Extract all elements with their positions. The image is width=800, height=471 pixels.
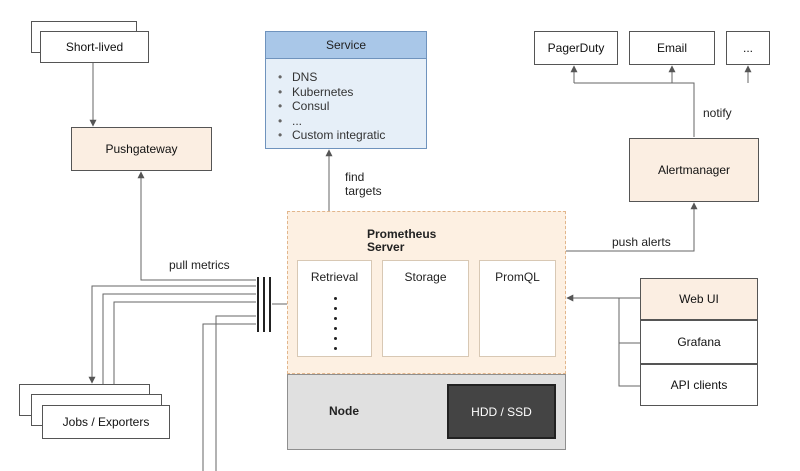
find-targets-label-2: targets <box>345 184 382 198</box>
service-item-dns: DNS <box>266 70 426 85</box>
hdd-ssd-label: HDD / SSD <box>471 404 532 419</box>
notify-label: notify <box>703 106 732 120</box>
server-title-line1: Prometheus <box>367 227 437 241</box>
find-targets-label-1: find <box>345 170 365 184</box>
service-item-more: ... <box>266 114 426 129</box>
jobs-exporters-box: Jobs / Exporters <box>42 405 170 439</box>
email-label: Email <box>656 41 687 55</box>
prometheus-server-title: Prometheus Server <box>367 228 436 254</box>
pagerduty-label: PagerDuty <box>547 41 605 55</box>
service-item-custom: Custom integratic <box>266 128 426 143</box>
pagerduty-box: PagerDuty <box>534 31 618 65</box>
retrieval-dots <box>334 297 338 357</box>
pushgateway-box: Pushgateway <box>71 127 212 171</box>
service-list: DNS Kubernetes Consul ... Custom integra… <box>266 70 426 148</box>
short-lived-box: Short-lived <box>40 31 149 63</box>
alertmanager-label: Alertmanager <box>657 163 731 177</box>
edge-grafana-trunk <box>618 298 640 387</box>
promql-box: PromQL <box>479 260 556 357</box>
email-box: Email <box>629 31 715 65</box>
more-receivers-label: ... <box>742 41 753 55</box>
promql-label: PromQL <box>495 270 540 284</box>
jobs-exporters-label: Jobs / Exporters <box>62 415 150 429</box>
retrieval-label: Retrieval <box>310 270 359 284</box>
storage-label: Storage <box>404 270 447 284</box>
grafana-box: Grafana <box>640 320 758 364</box>
service-box: Service DNS Kubernetes Consul ... Custom… <box>265 31 427 149</box>
web-ui-box: Web UI <box>640 278 758 320</box>
server-title-line2: Server <box>367 240 405 254</box>
hdd-ssd-box: HDD / SSD <box>447 384 556 439</box>
push-alerts-label: push alerts <box>612 235 671 249</box>
alertmanager-box: Alertmanager <box>629 138 759 202</box>
api-clients-label: API clients <box>670 378 728 392</box>
pull-bar-2 <box>263 277 265 332</box>
node-label: Node <box>329 404 359 418</box>
pull-metrics-label: pull metrics <box>169 258 230 272</box>
edge-pull-down-2 <box>202 323 256 471</box>
storage-box: Storage <box>382 260 469 357</box>
edge-pull-jobs-2 <box>99 293 256 392</box>
pull-bar-3 <box>269 277 271 332</box>
web-ui-label: Web UI <box>679 292 719 306</box>
more-receivers-box: ... <box>726 31 770 65</box>
edge-pull-down-1 <box>215 315 256 471</box>
pushgateway-label: Pushgateway <box>105 142 178 156</box>
short-lived-label: Short-lived <box>65 40 124 54</box>
service-item-consul: Consul <box>266 99 426 114</box>
service-title: Service <box>325 38 366 52</box>
grafana-label: Grafana <box>677 335 721 349</box>
service-header: Service <box>266 32 426 59</box>
service-item-kubernetes: Kubernetes <box>266 85 426 100</box>
pull-bar-1 <box>257 277 259 332</box>
edge-pull-jobs-1 <box>88 285 256 384</box>
edge-notify-trunk <box>574 82 695 137</box>
api-clients-box: API clients <box>640 364 758 406</box>
